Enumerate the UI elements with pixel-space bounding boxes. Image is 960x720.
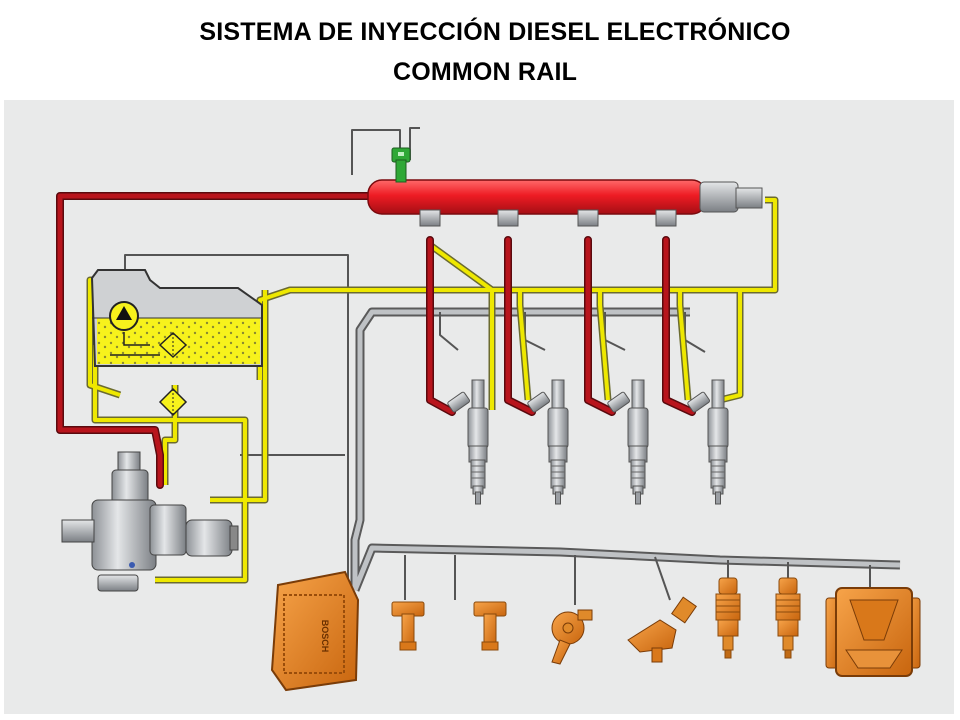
fuel-tank (90, 269, 263, 367)
common-rail (367, 179, 763, 227)
fuel-filter (158, 387, 188, 417)
common-rail-diagram: BOSCH (4, 100, 954, 714)
high-pressure-lines (56, 192, 696, 489)
ecu-brand-label: BOSCH (320, 620, 330, 653)
air-mass-meter (825, 587, 921, 677)
accelerator-pedal-sensor (551, 609, 593, 665)
boost-pressure-sensor (627, 596, 697, 663)
pressure-regulator-valve (391, 147, 411, 183)
ecu: BOSCH (270, 570, 360, 692)
title-line-1: SISTEMA DE INYECCIÓN DIESEL ELECTRÓNICO (199, 18, 791, 46)
title-line-2: COMMON RAIL (392, 58, 578, 86)
high-pressure-pump (61, 451, 239, 592)
